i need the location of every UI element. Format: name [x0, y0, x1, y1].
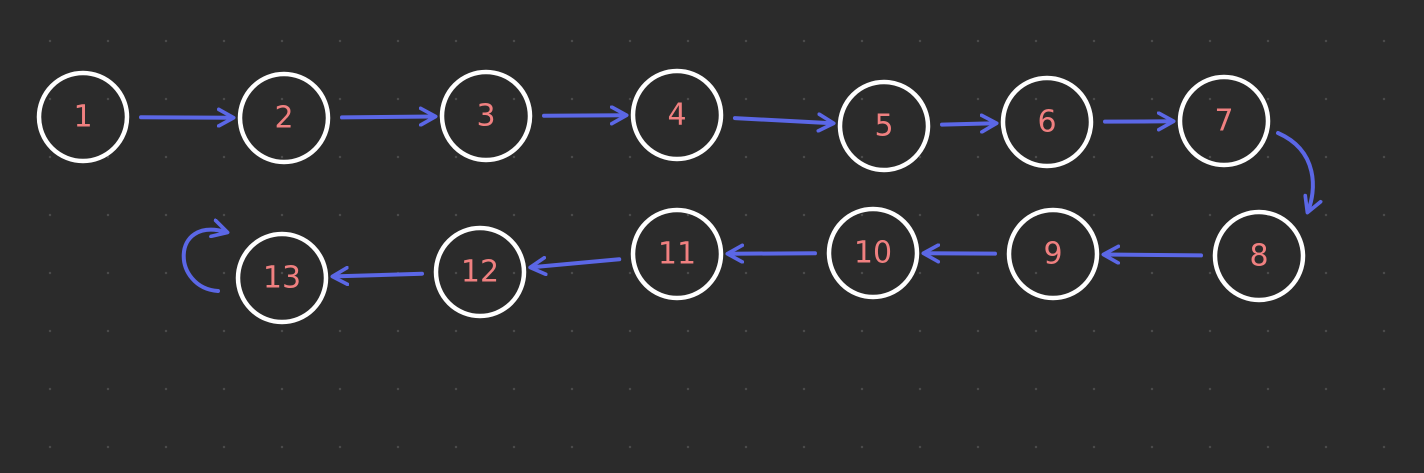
node-5: 5 — [837, 79, 931, 173]
node-9: 9 — [1006, 207, 1100, 301]
node-circle — [1212, 209, 1306, 303]
arrow-4-to-5 — [732, 118, 832, 123]
node-8: 8 — [1212, 209, 1306, 303]
node-circle — [439, 69, 533, 163]
arrow-5-to-6 — [939, 123, 995, 124]
node-1: 1 — [36, 70, 130, 164]
node-label: 11 — [658, 237, 696, 272]
arrow-7-to-8 — [1276, 131, 1313, 211]
arrow-8-to-9 — [1105, 255, 1203, 256]
node-circle — [1177, 74, 1271, 168]
node-label: 5 — [874, 109, 893, 144]
node-circle — [36, 70, 130, 164]
node-7: 7 — [1177, 74, 1271, 168]
node-circle — [1006, 207, 1100, 301]
node-12: 12 — [433, 225, 527, 319]
node-circle — [433, 225, 527, 319]
node-circle — [826, 206, 920, 300]
node-circle — [837, 79, 931, 173]
node-label: 7 — [1214, 104, 1233, 139]
node-circle — [630, 68, 724, 162]
node-circle — [235, 231, 329, 325]
node-circle — [1000, 75, 1094, 169]
node-label: 1 — [73, 100, 92, 135]
arrow-2-to-3 — [339, 117, 434, 118]
arrow-13-to-13 — [181, 230, 226, 293]
edges-layer — [138, 115, 1313, 293]
node-4: 4 — [630, 68, 724, 162]
node-label: 9 — [1043, 237, 1062, 272]
node-11: 11 — [630, 207, 724, 301]
node-13: 13 — [235, 231, 329, 325]
node-label: 2 — [274, 101, 293, 136]
node-label: 12 — [461, 255, 499, 290]
node-6: 6 — [1000, 75, 1094, 169]
node-label: 13 — [263, 261, 301, 296]
arrow-12-to-13 — [334, 274, 425, 277]
node-label: 6 — [1037, 105, 1056, 140]
node-3: 3 — [439, 69, 533, 163]
node-label: 8 — [1249, 239, 1268, 274]
node-2: 2 — [237, 71, 331, 165]
node-label: 10 — [854, 236, 892, 271]
node-10: 10 — [826, 206, 920, 300]
node-label: 3 — [476, 99, 495, 134]
arrow-11-to-12 — [532, 259, 622, 267]
node-label: 4 — [667, 98, 686, 133]
node-circle — [630, 207, 724, 301]
node-circle — [237, 71, 331, 165]
